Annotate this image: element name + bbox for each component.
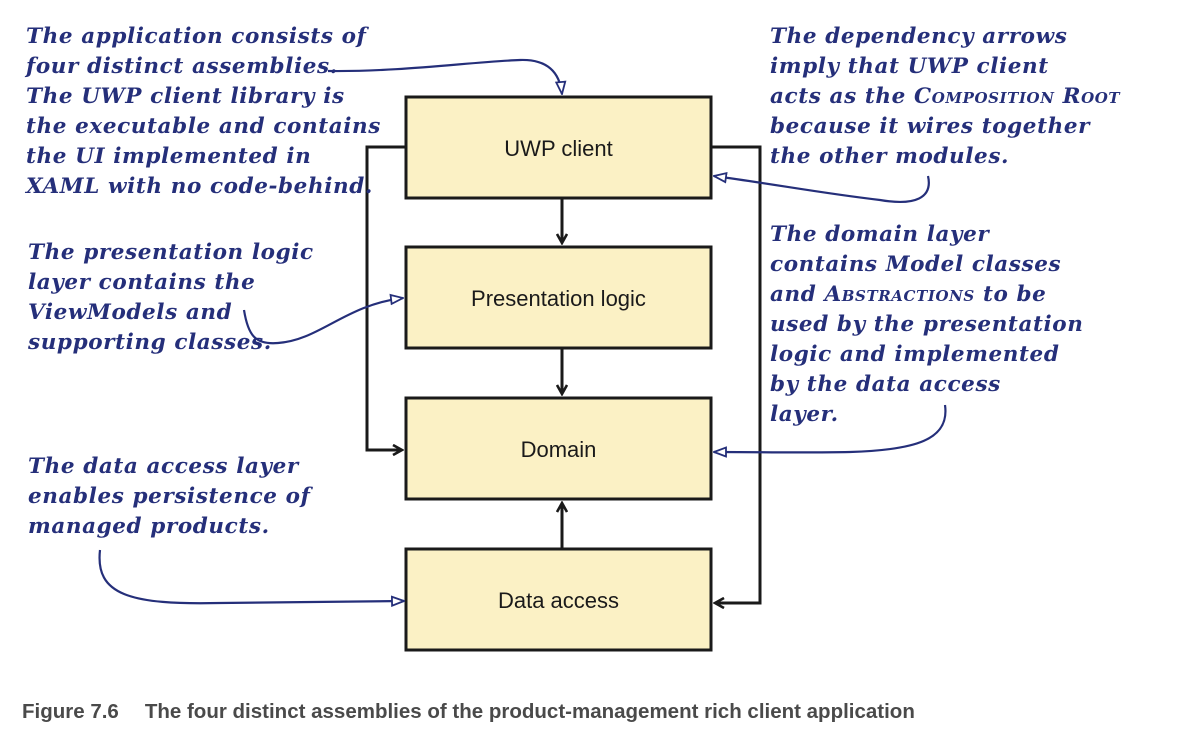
note-text: acts as the bbox=[770, 84, 914, 109]
note-line: The application consists of bbox=[26, 24, 367, 49]
figure-caption: Figure 7.6 The four distinct assemblies o… bbox=[22, 700, 915, 724]
note-line: the executable and contains bbox=[26, 114, 381, 139]
note-line: acts as the Composition Root bbox=[770, 82, 1120, 112]
note-line: by the data access bbox=[770, 372, 1001, 397]
callout-arrow-dependency bbox=[714, 176, 930, 204]
note-line: used by the presentation bbox=[770, 312, 1084, 337]
note-line: the UI implemented in bbox=[26, 144, 312, 169]
note-line: The domain layer bbox=[770, 222, 990, 247]
note-line: contains Model classes bbox=[770, 252, 1062, 277]
note-domain: The domain layer contains Model classes … bbox=[770, 220, 1083, 430]
box-uwp-client: UWP client bbox=[404, 95, 713, 200]
box-presentation-logic-label: Presentation logic bbox=[471, 286, 646, 311]
box-presentation-logic: Presentation logic bbox=[404, 245, 713, 350]
note-line: ViewModels and bbox=[28, 300, 233, 325]
note-line: The UWP client library is bbox=[26, 84, 345, 109]
callout-arrow-domain bbox=[714, 404, 947, 452]
note-line: the other modules. bbox=[770, 144, 1010, 169]
note-line: supporting classes. bbox=[28, 330, 272, 355]
arrow-uwp-to-domain bbox=[365, 145, 406, 450]
note-line: imply that UWP client bbox=[770, 54, 1049, 79]
note-assemblies: The application consists of four distinc… bbox=[26, 22, 381, 202]
note-line: layer. bbox=[770, 402, 839, 427]
note-dependency: The dependency arrows imply that UWP cli… bbox=[770, 22, 1120, 172]
figure-number: Figure 7.6 bbox=[22, 700, 119, 723]
note-presentation: The presentation logic layer contains th… bbox=[28, 238, 314, 358]
note-data-access: The data access layer enables persistenc… bbox=[28, 452, 310, 542]
note-line: logic and implemented bbox=[770, 342, 1060, 367]
note-line: enables persistence of bbox=[28, 484, 311, 509]
note-line: managed products. bbox=[28, 514, 270, 539]
note-line: The dependency arrows bbox=[770, 24, 1068, 49]
callout-arrow-assemblies bbox=[327, 58, 562, 94]
composition-root-term: Composition Root bbox=[914, 84, 1121, 109]
box-domain: Domain bbox=[404, 396, 713, 501]
note-line: layer contains the bbox=[28, 270, 256, 295]
callout-arrow-data-access bbox=[98, 549, 404, 603]
callout-arrow-presentation bbox=[242, 298, 403, 345]
note-text: and bbox=[770, 282, 825, 307]
note-line: because it wires together bbox=[770, 114, 1091, 139]
note-line: The presentation logic bbox=[28, 240, 314, 265]
box-data-access: Data access bbox=[404, 547, 713, 652]
note-text: to be bbox=[974, 282, 1047, 307]
abstractions-term: Abstractions bbox=[824, 282, 975, 307]
arrow-uwp-to-data-access bbox=[711, 145, 762, 603]
note-line: four distinct assemblies. bbox=[26, 54, 338, 79]
note-line: and Abstractions to be bbox=[770, 280, 1083, 310]
note-line: The data access layer bbox=[28, 454, 299, 479]
figure-caption-text: The four distinct assemblies of the prod… bbox=[144, 700, 915, 723]
box-domain-label: Domain bbox=[521, 437, 597, 462]
box-uwp-client-label: UWP client bbox=[504, 136, 612, 161]
box-data-access-label: Data access bbox=[498, 588, 619, 613]
note-line: XAML with no code-behind. bbox=[26, 174, 373, 199]
